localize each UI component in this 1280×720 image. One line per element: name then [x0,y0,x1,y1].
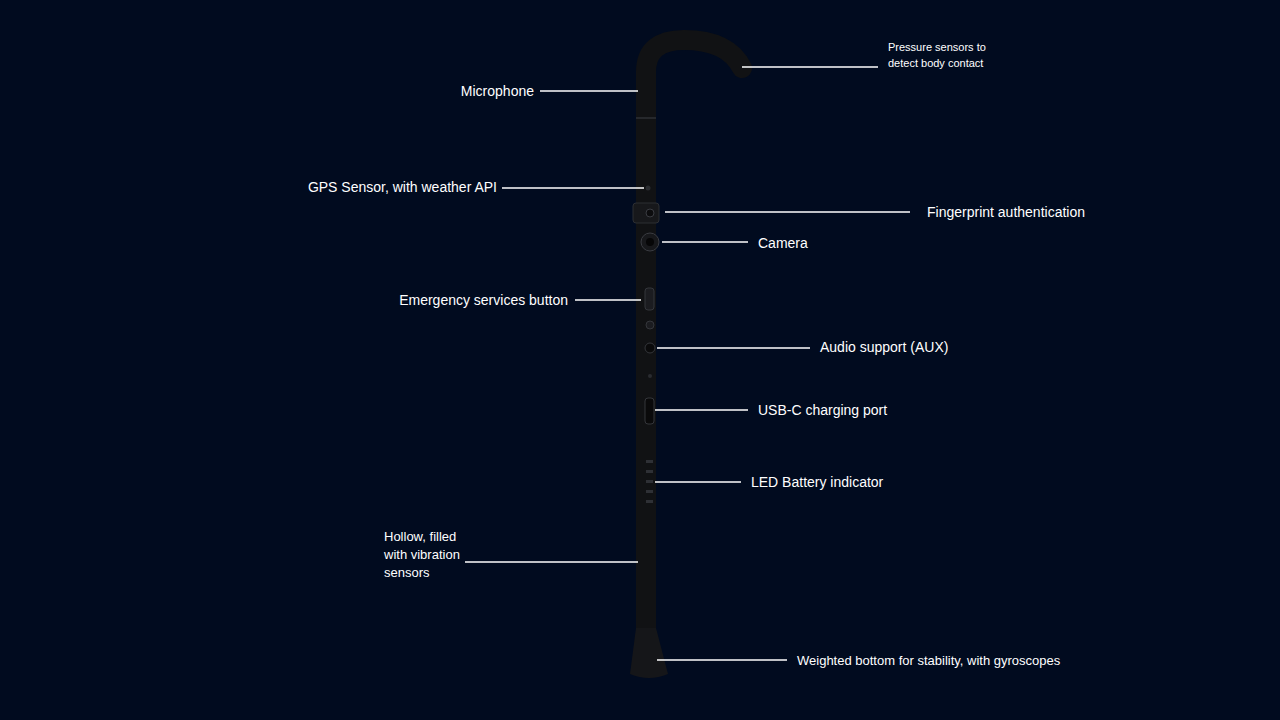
callout-label: Fingerprint authentication [927,204,1085,222]
battery-led [646,480,653,483]
callout-label: Emergency services button [399,292,568,310]
small-button [646,321,654,329]
leader-line [465,561,638,563]
small-dot [648,374,652,378]
leader-line [657,659,787,661]
usb-port [645,398,654,424]
callout-label: Hollow, filled with vibration sensors [384,528,468,582]
fingerprint-sensor [633,203,659,223]
leader-line [662,241,748,243]
leader-line [575,299,641,301]
leader-line [657,347,810,349]
camera-lens [641,233,659,251]
gps-dot [646,186,651,191]
callout-label: Microphone [461,83,534,101]
leader-line [540,90,638,92]
callout-label: Audio support (AUX) [820,339,948,357]
callout-label: Camera [758,235,808,253]
leader-line [742,66,878,68]
callout-label: Weighted bottom for stability, with gyro… [797,653,1060,669]
battery-led [646,490,653,493]
fingerprint-pad [646,209,654,217]
aux-port [645,343,655,353]
callout-label: GPS Sensor, with weather API [308,179,497,197]
cane-body [646,40,742,636]
leader-line [655,481,741,483]
battery-led [646,460,653,463]
leader-line [665,211,910,213]
callout-label: LED Battery indicator [751,474,883,492]
cane-foot [630,628,668,678]
emergency-button [645,288,654,310]
battery-led [646,470,653,473]
camera-core [646,238,654,246]
leader-line [655,409,748,411]
callout-label: USB-C charging port [758,402,887,420]
leader-line [502,187,644,189]
callout-label: Pressure sensors to detect body contact [888,39,996,71]
battery-led [646,500,653,503]
leader-lines [465,67,910,660]
cane-joint [636,117,656,119]
